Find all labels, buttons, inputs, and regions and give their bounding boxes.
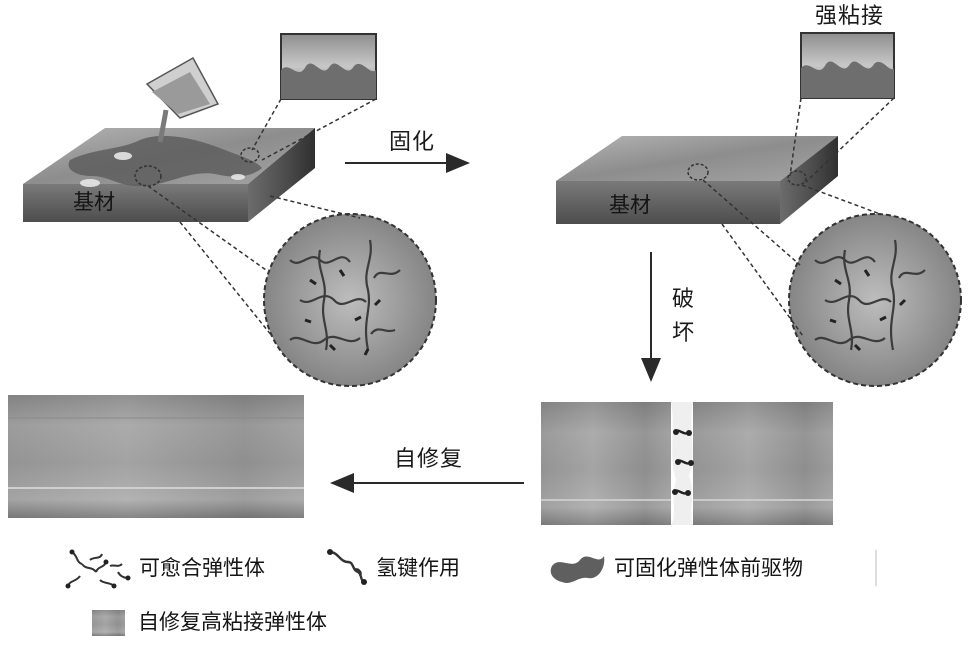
healable-elastomer-icon <box>66 550 131 589</box>
damage-label-line1: 破 <box>672 289 695 311</box>
hydrogen-bond-icon <box>327 549 367 585</box>
curable-precursor-icon <box>551 556 605 583</box>
legend-healable-elastomer: 可愈合弹性体 <box>139 558 265 579</box>
self-heal-label: 自修复 <box>394 449 463 471</box>
self-healing-adhesive-icon <box>92 610 125 636</box>
damage-label-line2: 坏 <box>672 323 695 345</box>
healed-block <box>8 395 304 518</box>
damaged-block <box>541 402 833 525</box>
legend-self-healing-adhesive: 自修复高粘接弹性体 <box>138 612 327 633</box>
substrate-label-left: 基材 <box>73 192 115 213</box>
cure-label: 固化 <box>389 132 435 154</box>
legend-curable-precursor: 可固化弹性体前驱物 <box>614 558 803 579</box>
strong-adhesion-label: 强粘接 <box>815 6 884 28</box>
legend-hydrogen-bond: 氢键作用 <box>376 558 460 579</box>
right-substrate <box>556 136 838 224</box>
substrate-label-right: 基材 <box>609 195 651 216</box>
